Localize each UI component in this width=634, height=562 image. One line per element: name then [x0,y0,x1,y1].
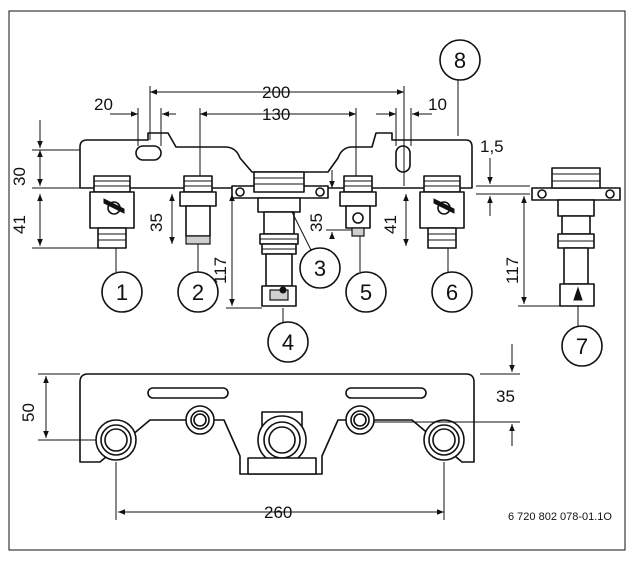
callout-4: 4 [282,330,294,355]
dim-200: 200 [262,83,290,102]
callout-6: 6 [446,280,458,305]
slot-hole-left [135,145,162,161]
callout-7: 7 [576,334,588,359]
valve-handle-icon [433,198,455,214]
callout-1: 1 [116,280,128,305]
dim-117-main: 117 [211,257,230,284]
mounting-rail-front [79,132,473,189]
fitting-1 [89,175,135,249]
dim-35-bottom: 35 [496,387,515,406]
dim-41-right: 41 [381,215,400,234]
dim-41-left: 41 [10,215,29,234]
callout-2: 2 [192,280,204,305]
fitting-6 [419,175,465,249]
dim-50: 50 [19,403,38,422]
callouts: 1 2 3 4 5 6 7 8 [101,39,603,367]
fitting-5 [339,175,377,237]
fitting-3 [231,171,329,307]
dim-30: 30 [10,167,29,186]
image-frame [8,10,626,551]
callout-3: 3 [314,256,326,281]
dim-35-left: 35 [147,213,166,232]
dimension-labels: 20 200 130 10 1,5 30 41 35 117 35 41 117… [10,83,522,522]
dim-20: 20 [94,95,113,114]
slot-hole-right [395,145,411,173]
dim-35-mid: 35 [307,213,326,232]
callout-8: 8 [454,48,466,73]
dim-1-5: 1,5 [480,137,504,156]
mounting-plate-bottom-view [79,373,475,475]
dimension-lines [32,80,579,520]
dim-117-side: 117 [503,257,522,284]
dim-10: 10 [428,95,447,114]
plate-slot-left [147,387,229,399]
figure-reference-code: 6 720 802 078-01.1O [508,511,612,523]
callout-5: 5 [360,280,372,305]
fitting-7-side-view [531,167,621,307]
plate-slot-right [345,387,427,399]
fitting-2 [179,175,217,245]
valve-handle-icon [103,198,125,214]
dim-260: 260 [264,503,292,522]
dim-130: 130 [262,105,290,124]
